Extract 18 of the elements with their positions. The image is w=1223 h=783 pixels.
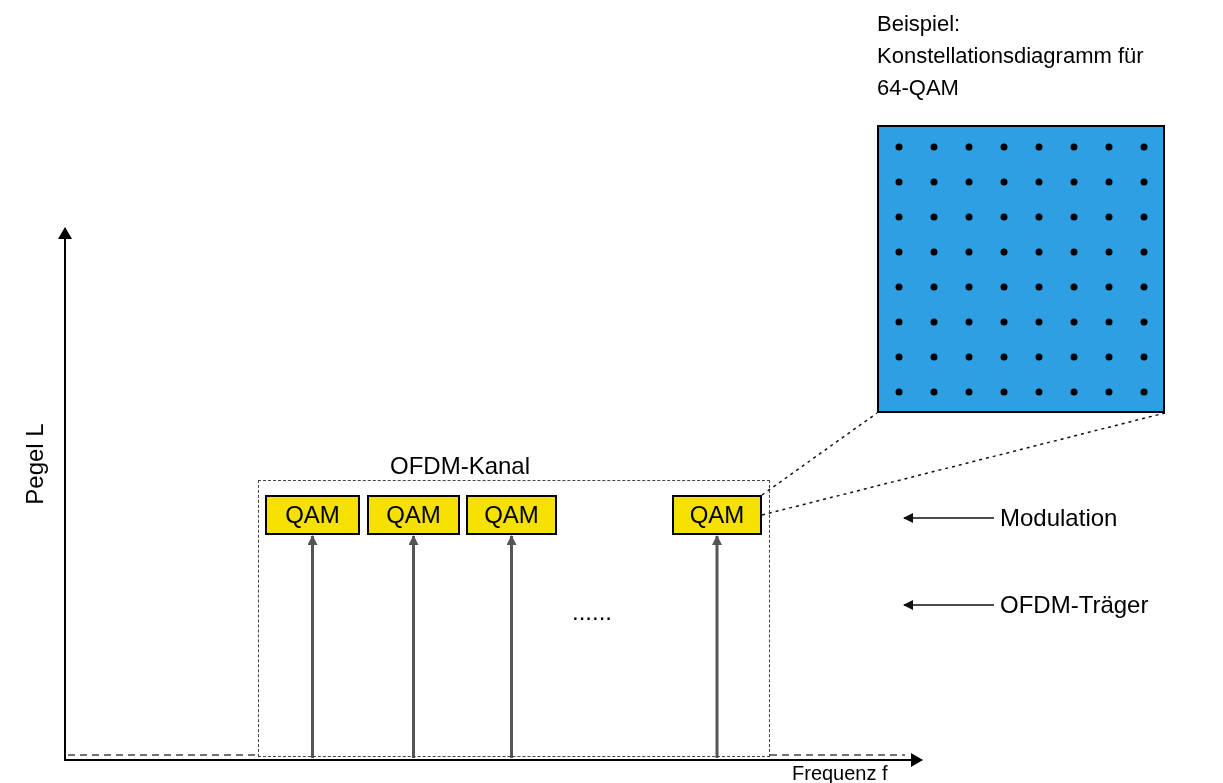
carrier-arrow [307,535,318,758]
zoom-line [761,412,1166,516]
pointer-arrow [903,513,995,523]
pointer-arrow [903,600,995,610]
zoom-line [761,412,878,496]
constellation-caption: Beispiel: Konstellationsdiagramm für 64-QAM [877,10,1145,102]
axis-label: Pegel L [20,423,49,505]
qam-box: QAM [367,495,460,535]
row-label: Modulation [1000,504,1118,532]
carrier-arrow [712,535,722,758]
qam-box: QAM [466,495,557,535]
row-label: OFDM-Träger [1000,591,1149,619]
carrier-arrow [408,535,419,758]
qam-box: QAM [672,495,762,535]
qam-box: QAM [265,495,360,535]
channel-title: OFDM-Kanal [390,452,531,480]
carrier-arrow [506,535,517,758]
ellipsis: ...... [572,598,612,626]
